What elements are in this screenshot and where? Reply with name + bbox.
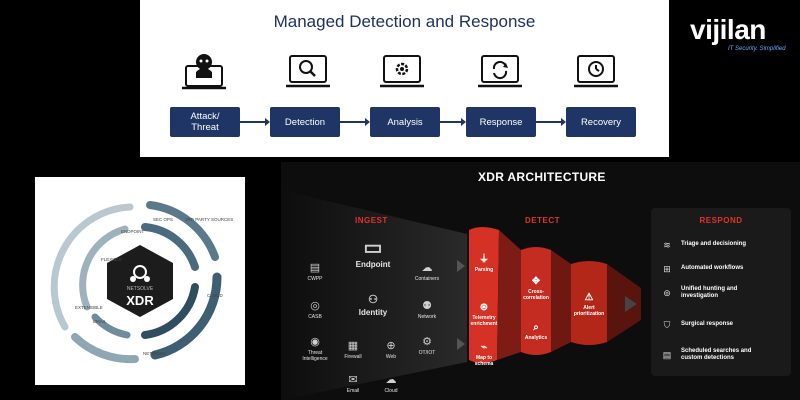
architecture-funnel xyxy=(281,190,641,400)
globe-icon: ⊕ xyxy=(386,340,396,352)
document-icon: ▤ xyxy=(662,349,672,360)
ingest-email: ✉Email xyxy=(323,374,383,394)
history-laptop-icon xyxy=(574,55,618,88)
ingest-cwpp: ▤CWPP xyxy=(285,262,345,282)
identity-icon: ⚇ xyxy=(368,294,378,306)
step-response: Response xyxy=(466,107,536,137)
ingest-identity: ⚇Identity xyxy=(343,294,403,317)
mdr-panel: Managed Detection and Response xyxy=(140,0,669,157)
refresh-laptop-icon xyxy=(478,55,522,88)
xdr-ring-diagram: NETSOLVE XDR ENDPOINT SEC OPS 3RD PARTY … xyxy=(50,201,233,364)
threat-icon: ◉ xyxy=(310,336,320,348)
workflow-icon: ⊞ xyxy=(663,263,671,274)
ring-label-3rd-party: 3RD PARTY SOURCES xyxy=(185,217,233,222)
cloud-icon: ☁ xyxy=(385,374,397,386)
funnel-icon: ⏚ xyxy=(479,254,489,265)
ring-label-flexible: FLEXIBLE xyxy=(101,257,122,262)
detect-alert-prioritization: ⚠Alert prioritization xyxy=(564,292,614,317)
respond-label: RESPOND xyxy=(699,216,743,225)
alert-icon: ⚠ xyxy=(584,292,594,303)
respond-item: ≋Triage and decisioning xyxy=(659,234,789,256)
target-icon: ⊚ xyxy=(663,287,671,298)
ring-label-network: NETWORK xyxy=(143,351,166,356)
gear-laptop-icon xyxy=(380,55,424,88)
schema-icon: ⌁ xyxy=(480,342,488,353)
telemetry-icon: ⊛ xyxy=(479,302,489,313)
wifi-icon: ≋ xyxy=(663,239,671,250)
detect-telemetry: ⊛Telemetry enrichment xyxy=(459,302,509,327)
monitor-icon: ▭ xyxy=(363,237,383,259)
flow-arrow xyxy=(536,118,566,126)
flow-arrow xyxy=(440,118,466,126)
logo-wordmark: vijilan xyxy=(690,14,766,45)
detect-analytics: ⌕Analytics xyxy=(511,322,561,341)
xdr-center-label: XDR xyxy=(126,293,154,308)
ingest-firewall: ▦Firewall xyxy=(323,340,383,360)
analytics-icon: ⌕ xyxy=(533,322,539,333)
ring-label-email: EMAIL xyxy=(93,319,107,324)
firewall-icon: ▦ xyxy=(347,340,359,352)
step-recovery: Recovery xyxy=(566,107,636,137)
mdr-title: Managed Detection and Response xyxy=(273,12,536,31)
ingest-containers: ☁Containers xyxy=(397,262,457,282)
step-attack-threat: Attack/ Threat xyxy=(170,107,240,137)
container-icon: ☁ xyxy=(421,262,433,274)
respond-item: ▤Scheduled searches and custom detection… xyxy=(659,344,789,366)
flow-arrow xyxy=(340,118,370,126)
respond-item: ⛉Surgical response xyxy=(659,314,789,336)
flow-arrow xyxy=(240,118,270,126)
server-icon: ▤ xyxy=(309,262,321,274)
ingest-cloud: ☁Cloud xyxy=(361,374,421,394)
architecture-title: XDR ARCHITECTURE xyxy=(478,170,606,184)
ingest-label: INGEST xyxy=(355,216,388,225)
vijilan-logo: vijilan IT Security. Simplified xyxy=(690,14,790,54)
step-detection: Detection xyxy=(270,107,340,137)
ingest-web: ⊕Web xyxy=(361,340,421,360)
detect-parsing: ⏚Parsing xyxy=(459,254,509,273)
casb-icon: ◎ xyxy=(310,300,320,312)
xdr-architecture-panel: XDR ARCHITECTURE INGEST DETECT ▤CWPP ▭En… xyxy=(281,162,800,400)
hacker-icon xyxy=(182,54,226,90)
ring-label-extensible: EXTENSIBLE xyxy=(75,305,103,310)
detect-map-schema: ⌁Map to schema xyxy=(459,342,509,367)
iot-icon: ⚙ xyxy=(422,336,432,348)
ingest-casb: ◎CASB xyxy=(285,300,345,320)
xdr-ring-panel: NETSOLVE XDR ENDPOINT SEC OPS 3RD PARTY … xyxy=(35,177,245,385)
ingest-endpoint: ▭Endpoint xyxy=(343,238,403,269)
shield-icon: ⛉ xyxy=(663,319,671,330)
network-icon: ⚉ xyxy=(422,300,432,312)
ingest-threat-intel: ◉Threat Intelligence xyxy=(285,336,345,362)
ring-label-secops: SEC OPS xyxy=(153,217,173,222)
xdr-center-small: NETSOLVE xyxy=(127,286,154,292)
ingest-network: ⚉Network xyxy=(397,300,457,320)
magnifier-laptop-icon xyxy=(286,55,330,88)
ring-label-endpoint: ENDPOINT xyxy=(121,229,145,234)
respond-item: ⊚Unified hunting and investigation xyxy=(659,282,789,304)
ring-label-cloud: CLOUD xyxy=(207,293,224,298)
ingest-ot-iot: ⚙OT/IOT xyxy=(397,336,457,356)
detect-label: DETECT xyxy=(525,216,560,225)
logo-tagline: IT Security. Simplified xyxy=(728,46,786,52)
detect-cross-correlation: ✥Cross- correlation xyxy=(511,276,561,301)
correlation-icon: ✥ xyxy=(531,276,541,287)
respond-panel: RESPOND ≋Triage and decisioning ⊞Automat… xyxy=(651,208,791,376)
step-analysis: Analysis xyxy=(370,107,440,137)
mail-icon: ✉ xyxy=(348,374,358,386)
respond-item: ⊞Automated workflows xyxy=(659,258,789,280)
